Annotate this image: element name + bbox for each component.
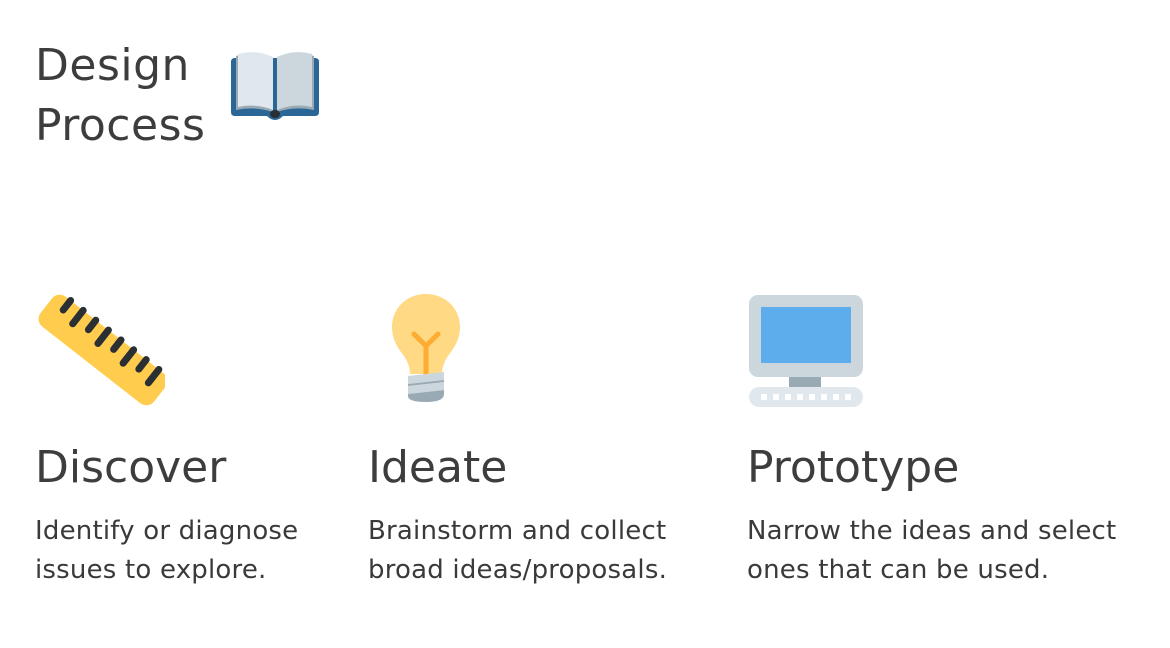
step-description-line-2: issues to explore. (35, 555, 267, 585)
step-description-discover: Identify or diagnose issues to explore. (35, 512, 298, 590)
light-bulb-icon (392, 294, 460, 402)
step-description-line-2: broad ideas/proposals. (368, 555, 668, 585)
step-description-line-1: Identify or diagnose (35, 516, 299, 546)
page-title-line-2: Process (35, 100, 206, 151)
step-ideate: Ideate Brainstorm and collect broad idea… (368, 290, 667, 585)
step-description-line-1: Narrow the ideas and select (747, 516, 1117, 546)
step-title-prototype: Prototype (747, 442, 960, 493)
page-header: Design Process (35, 36, 323, 156)
ruler-icon (38, 294, 165, 406)
step-prototype: Prototype Narrow the ideas and select on… (747, 290, 1116, 585)
step-discover: Discover Identify or diagnose issues to … (35, 290, 298, 585)
step-title-discover: Discover (35, 442, 227, 493)
step-description-line-2: ones that can be used. (747, 555, 1050, 585)
page-title-line-1: Design (35, 40, 190, 91)
step-description-line-1: Brainstorm and collect (368, 516, 667, 546)
page-title: Design Process (35, 36, 205, 156)
step-title-ideate: Ideate (368, 442, 508, 493)
open-book-icon (231, 52, 320, 120)
step-description-ideate: Brainstorm and collect broad ideas/propo… (368, 512, 667, 590)
step-description-prototype: Narrow the ideas and select ones that ca… (747, 512, 1116, 590)
computer-icon (749, 295, 863, 407)
